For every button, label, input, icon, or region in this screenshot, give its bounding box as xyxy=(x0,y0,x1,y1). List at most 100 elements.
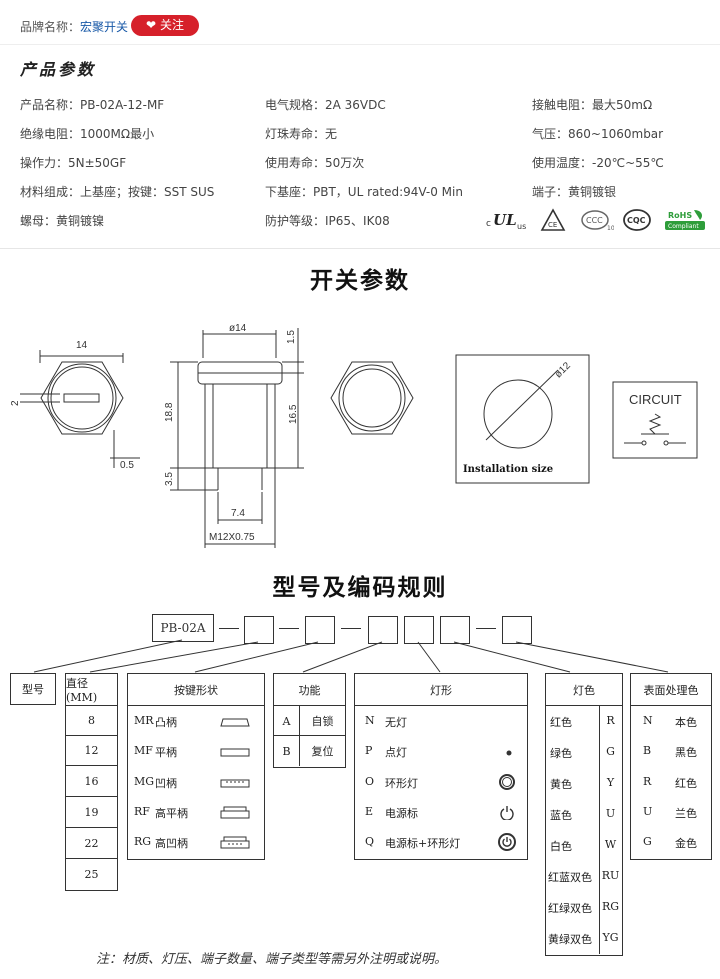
row-name: 电源标+环形灯 xyxy=(385,837,461,850)
param-product-name: 产品名称：PB-02A-12-MF xyxy=(20,98,165,112)
row-code: A xyxy=(274,706,300,736)
row-code: B xyxy=(274,736,300,766)
row-name: 白色 xyxy=(550,840,572,853)
row-name: 绿色 xyxy=(550,747,572,760)
dash xyxy=(219,628,239,629)
dimension-drawing: 14 2 0.5 ø14 1.5 16.5 18.8 3.5 7.4 M12X0… xyxy=(10,323,698,548)
lamp-row: P 点灯 xyxy=(355,737,527,767)
code-slot-button xyxy=(305,616,335,644)
lamp-row: O 环形灯 xyxy=(355,767,527,798)
param-pressure: 气压：860~1060mbar xyxy=(532,127,664,141)
follow-label: 关注 xyxy=(159,18,184,32)
dim-side-dia: ø14 xyxy=(229,323,247,334)
row-code: Y xyxy=(606,776,615,789)
row-code: RF xyxy=(134,805,150,818)
row-code: P xyxy=(365,744,373,757)
code-slot-diameter xyxy=(244,616,274,644)
cqc-cert-icon: CQC xyxy=(623,209,651,231)
row-name: 高平柄 xyxy=(155,807,188,820)
dash xyxy=(341,628,361,629)
diameter-cell: 22 xyxy=(66,828,117,859)
code-slot-color xyxy=(440,616,470,644)
button-shape-row: MF 平柄 xyxy=(128,737,264,767)
lamp-color-header: 灯色 xyxy=(546,674,622,706)
diameter-cell: 12 xyxy=(66,736,117,766)
divider xyxy=(0,44,720,45)
param-temperature: 使用温度：-20℃~55℃ xyxy=(532,156,664,170)
row-code: W xyxy=(604,838,617,851)
row-name: 兰色 xyxy=(675,807,697,820)
dot-lamp-icon xyxy=(506,750,512,756)
row-code: RU xyxy=(601,869,620,882)
brand-link[interactable]: 宏聚开关 xyxy=(80,20,129,34)
param-nut: 螺母：黄铜镀镍 xyxy=(20,214,105,228)
row-name: 黑色 xyxy=(675,746,697,759)
handwritten-note: 注：材质、灯压、端子数量、端子类型等需另外注明或说明。 xyxy=(96,952,448,967)
param-force: 操作力：5N±50GF xyxy=(20,156,127,170)
power-ring-lamp-icon xyxy=(498,833,516,851)
function-row: A 自锁 xyxy=(274,706,345,736)
svg-text:UL: UL xyxy=(493,211,517,229)
brand-row: 品牌名称：宏聚开关 xyxy=(20,18,128,35)
diameter-cell: 19 xyxy=(66,797,117,828)
row-code: O xyxy=(365,775,375,788)
surface-row: B 黑色 xyxy=(631,737,711,767)
svg-text:CQC: CQC xyxy=(627,216,646,225)
row-name: 自锁 xyxy=(311,715,334,728)
dim-front-width: 14 xyxy=(76,340,88,351)
diameter-table: 直径(MM) 8 12 16 19 22 25 xyxy=(65,673,118,891)
svg-text:Compliant: Compliant xyxy=(668,223,699,230)
param-lower-base: 下基座：PBT，UL rated:94V-0 Min xyxy=(265,185,463,199)
param-lamp-life: 灯珠寿命：无 xyxy=(265,127,338,141)
param-electrical: 电气规格：2A 36VDC xyxy=(265,98,386,112)
lamp-header: 灯形 xyxy=(355,674,527,706)
dim-edge: 0.5 xyxy=(120,460,134,471)
lamp-row: N 无灯 xyxy=(355,706,527,737)
heart-icon: ❤ xyxy=(146,18,157,32)
row-name: 凸柄 xyxy=(155,716,177,729)
col-divider xyxy=(599,706,600,954)
param-terminal: 端子：黄铜镀银 xyxy=(532,185,617,199)
circuit-view xyxy=(612,381,698,459)
follow-button[interactable]: ❤ 关注 xyxy=(131,15,199,36)
row-code: RG xyxy=(601,900,620,913)
button-shape-row: MG 凹柄 xyxy=(128,767,264,798)
row-code: MG xyxy=(134,775,155,788)
row-name: 电源标 xyxy=(385,807,418,820)
button-shape-row: MR 凸柄 xyxy=(128,706,264,737)
code-slot-surface xyxy=(502,616,532,644)
flat-button-icon xyxy=(220,748,250,757)
install-label: Installation size xyxy=(463,464,553,475)
code-connector-lines xyxy=(33,639,669,673)
row-code: B xyxy=(643,744,652,757)
dim-install-dia: ø12 xyxy=(553,360,573,380)
param-material: 材料组成：上基座；按键：SST SUS xyxy=(20,185,215,199)
ring-lamp-icon xyxy=(499,774,515,790)
dim-side-h1: 1.5 xyxy=(286,330,297,344)
param-contact-resistance: 接触电阻：最大50mΩ xyxy=(532,98,653,112)
svg-text:c: c xyxy=(486,219,491,229)
row-code: N xyxy=(365,714,375,727)
button-shape-row: RF 高平柄 xyxy=(128,798,264,828)
row-code: Q xyxy=(365,835,375,848)
row-name: 凹柄 xyxy=(155,777,177,790)
lamp-row: Q 电源标+环形灯 xyxy=(355,828,527,858)
dim-side-h2: 16.5 xyxy=(288,404,299,424)
dim-side-total: 18.8 xyxy=(164,402,175,422)
lamp-row: E 电源标 xyxy=(355,798,527,828)
row-code: R xyxy=(643,775,652,788)
param-insulation: 绝缘电阻：1000MΩ最小 xyxy=(20,127,155,141)
row-code: G xyxy=(643,835,652,848)
row-code: E xyxy=(365,805,374,818)
high-flat-button-icon xyxy=(220,806,250,819)
